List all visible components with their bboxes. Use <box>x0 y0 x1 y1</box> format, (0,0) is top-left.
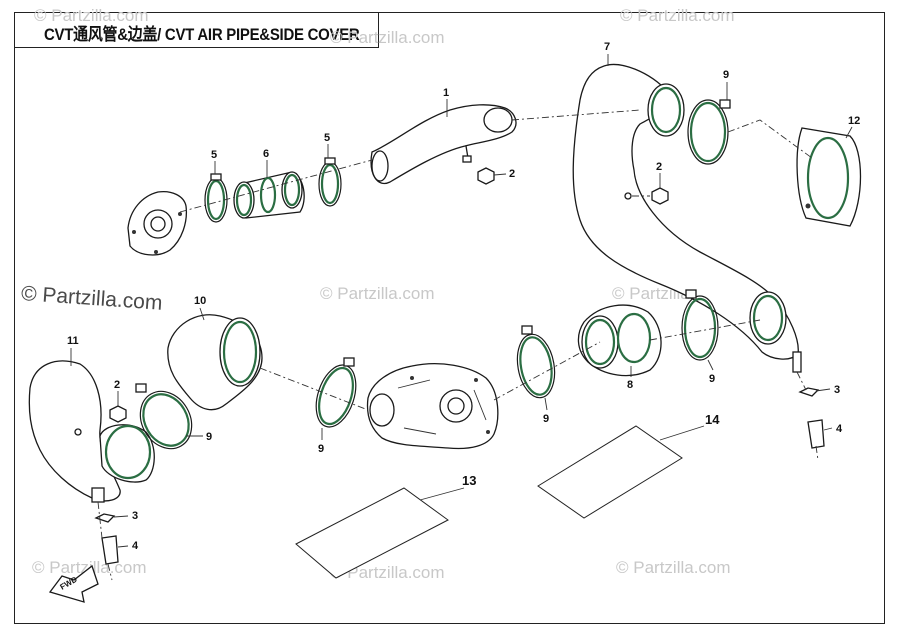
callout-5: 5 <box>211 149 217 161</box>
part-4-cap-left: 4 <box>101 535 139 565</box>
callout-13: 13 <box>462 473 476 488</box>
cvt-center-housing <box>366 363 499 450</box>
watermark: © Partzilla.com <box>34 6 149 25</box>
part-3-screw-right: 3 <box>798 384 840 397</box>
callout-10: 10 <box>194 295 206 307</box>
assembly-line <box>493 341 601 401</box>
callout-1: 1 <box>443 87 449 99</box>
assembly-line <box>727 119 813 159</box>
callout-3: 3 <box>834 384 840 396</box>
assembly-line <box>815 445 819 461</box>
part-12-flange: 12 <box>796 115 862 227</box>
callout-14: 14 <box>705 412 720 427</box>
part-5-clamp-left: 5 <box>204 149 228 223</box>
title-box <box>14 12 379 48</box>
fwd-arrow: FWD <box>48 564 99 603</box>
part-11-left-housing: 11 <box>28 335 121 503</box>
part-13-label-sheet: 13 <box>295 473 476 579</box>
callout-2c: 2 <box>114 379 120 391</box>
part-2-nut-left: 2 <box>74 379 127 436</box>
part-6-rubber-coupler: 6 <box>233 148 305 219</box>
part-7-large-duct: 7 <box>572 41 802 373</box>
callout-5b: 5 <box>324 132 330 144</box>
watermark: © Partzilla.com <box>320 284 435 303</box>
part-3-screw-left: 3 <box>94 510 138 523</box>
callout-9e: 9 <box>709 373 715 385</box>
part-4-cap-right: 4 <box>807 419 843 449</box>
part-9-clamp-center-right: 9 <box>516 325 556 425</box>
part-9-clamp-center: 9 <box>315 357 357 455</box>
callout-4: 4 <box>836 423 843 435</box>
callout-7: 7 <box>604 41 610 53</box>
assembly-line <box>511 109 641 121</box>
callout-8: 8 <box>627 379 633 391</box>
part-8-coupler: 8 <box>577 304 662 391</box>
diagram-title: CVT通风管&边盖/ CVT AIR PIPE&SIDE COVER <box>44 25 360 44</box>
watermark: © Partzilla.com <box>330 28 445 47</box>
callout-11: 11 <box>67 335 79 347</box>
assembly-line <box>259 367 369 411</box>
part-9-clamp-right: 9 <box>681 289 719 385</box>
callout-6: 6 <box>263 148 269 160</box>
callout-4b: 4 <box>132 540 139 552</box>
assembly-line <box>179 159 373 213</box>
part-5-clamp-right: 5 <box>318 132 342 207</box>
callout-3b: 3 <box>132 510 138 522</box>
watermark: © Partzilla.com <box>616 558 731 577</box>
part-2-nut-right: 2 <box>624 161 669 205</box>
callout-2: 2 <box>509 168 515 180</box>
part-10-elbow-duct: 10 <box>167 295 263 411</box>
callout-12: 12 <box>848 115 860 127</box>
part-9-clamp-left: 9 <box>135 383 212 450</box>
assembly-line <box>796 371 807 391</box>
callout-9: 9 <box>723 69 729 81</box>
watermark: © Partzilla.com <box>620 6 735 25</box>
cvt-side-cover-flange <box>127 190 188 256</box>
part-9-clamp-top-right: 9 <box>687 69 731 165</box>
callout-2b: 2 <box>656 161 662 173</box>
callout-9b: 9 <box>206 431 212 443</box>
part-11-flange <box>99 424 155 483</box>
assembly-line <box>107 563 113 581</box>
part-14-label-sheet: 14 <box>537 412 720 519</box>
callout-9d: 9 <box>543 413 549 425</box>
assembly-line <box>649 319 761 341</box>
watermark: © Partzilla.com <box>330 563 445 582</box>
drawing-frame <box>14 12 885 624</box>
callout-9c: 9 <box>318 443 324 455</box>
part-1-intake-pipe: 1 <box>370 87 517 185</box>
assembly-line <box>97 501 103 539</box>
part-2-nut-top: 2 <box>477 167 515 185</box>
